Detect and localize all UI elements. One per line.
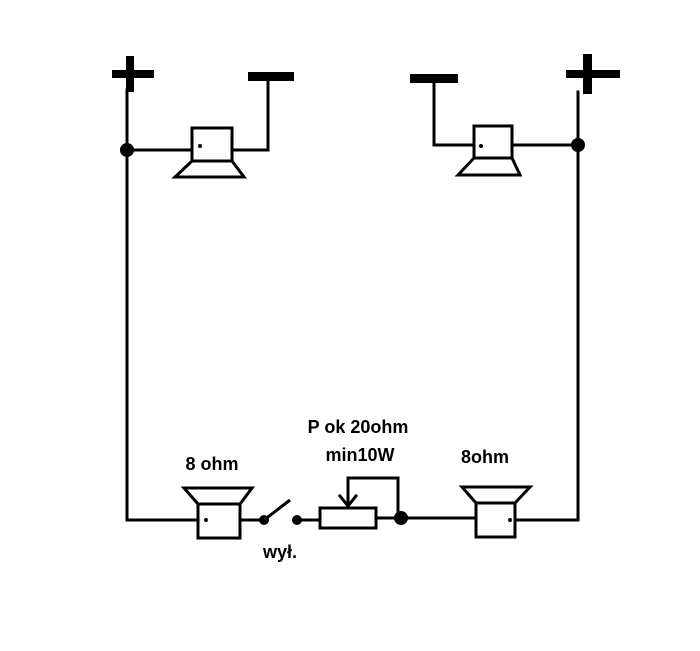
right-minus-terminal <box>410 74 458 83</box>
right-plus-terminal <box>566 54 620 94</box>
speaker-top-left <box>171 126 247 179</box>
label-left-speaker: 8 ohm <box>185 454 238 474</box>
right-minus-wire <box>432 80 476 147</box>
speaker-bottom-left <box>180 486 255 540</box>
junction-dot-left <box>120 143 134 157</box>
junction-dot-resistor <box>394 511 408 525</box>
left-minus-wire <box>230 78 270 152</box>
left-plus-terminal <box>112 56 154 92</box>
switch <box>259 498 302 525</box>
label-resistor-line1: P ok 20ohm <box>308 417 409 437</box>
label-resistor-line2: min10W <box>325 445 394 465</box>
potentiometer <box>318 476 400 530</box>
left-minus-terminal <box>248 72 294 81</box>
speaker-bottom-right <box>458 485 534 539</box>
label-right-speaker: 8ohm <box>461 447 509 467</box>
right-main-wire <box>513 90 580 522</box>
left-main-wire <box>125 88 200 522</box>
speaker-top-right <box>454 124 523 177</box>
label-switch: wył. <box>262 542 297 562</box>
junction-dot-right <box>571 138 585 152</box>
